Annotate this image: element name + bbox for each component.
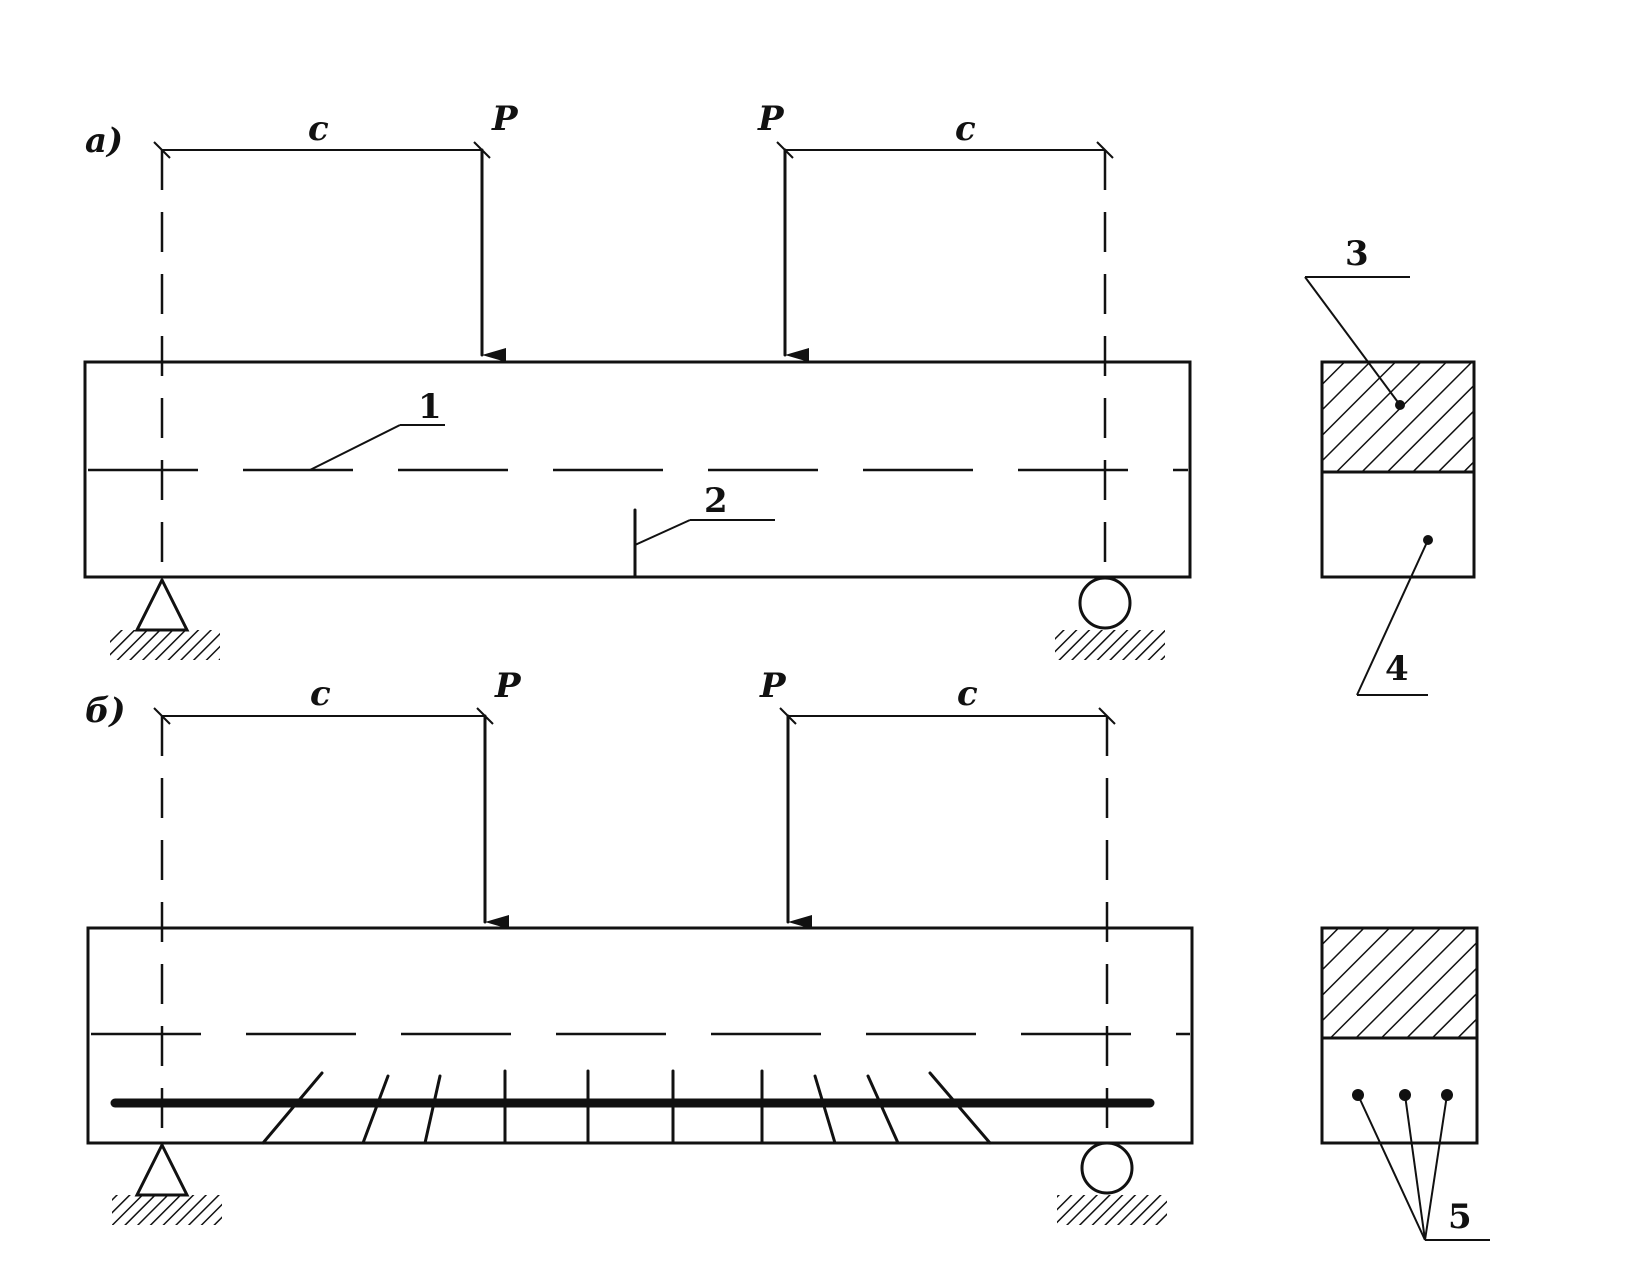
dim-label-c-right-b: с <box>957 674 978 714</box>
load-right-a: P <box>757 99 809 362</box>
load-label-right-a: P <box>757 99 785 139</box>
pin-support-left-b <box>112 1143 222 1225</box>
dim-label-c-right-a: с <box>955 109 976 149</box>
dimension-c-right-a: с <box>776 109 1114 159</box>
callout-4-label: 4 <box>1385 649 1409 689</box>
cross-section-a: 3 4 <box>1304 234 1476 696</box>
pin-support-left-a <box>110 578 220 660</box>
beam-b <box>86 926 1194 1145</box>
callout-2-label: 2 <box>704 481 728 521</box>
dim-label-c-left-a: с <box>308 109 329 149</box>
dim-label-c-left-b: с <box>310 674 331 714</box>
dimension-c-left-a: с <box>153 109 491 159</box>
panel-b-label: б) <box>85 691 126 731</box>
load-label-left-a: P <box>491 99 519 139</box>
roller-support-right-b <box>1057 1141 1167 1225</box>
load-left-a: P <box>480 99 519 362</box>
panel-a-label: а) <box>85 121 123 161</box>
cross-section-b: 5 <box>1320 926 1490 1241</box>
callout-3-label: 3 <box>1345 234 1369 274</box>
normal-crack: 2 <box>633 481 775 579</box>
panel-b: б) с с P P <box>85 666 1490 1241</box>
load-left-b: P <box>483 666 522 929</box>
callout-1: 1 <box>309 387 445 471</box>
callout-5-label: 5 <box>1448 1197 1472 1237</box>
beam-a <box>83 360 1192 579</box>
panel-a: а) с с P P <box>83 99 1476 696</box>
callout-1-label: 1 <box>418 387 442 427</box>
dimension-c-right-b: с <box>779 674 1116 725</box>
load-label-right-b: P <box>759 666 787 706</box>
dimension-c-left-b: с <box>153 674 494 725</box>
load-label-left-b: P <box>494 666 522 706</box>
roller-support-right-a <box>1055 576 1165 660</box>
crack-pattern <box>261 1069 992 1145</box>
load-right-b: P <box>759 666 812 929</box>
